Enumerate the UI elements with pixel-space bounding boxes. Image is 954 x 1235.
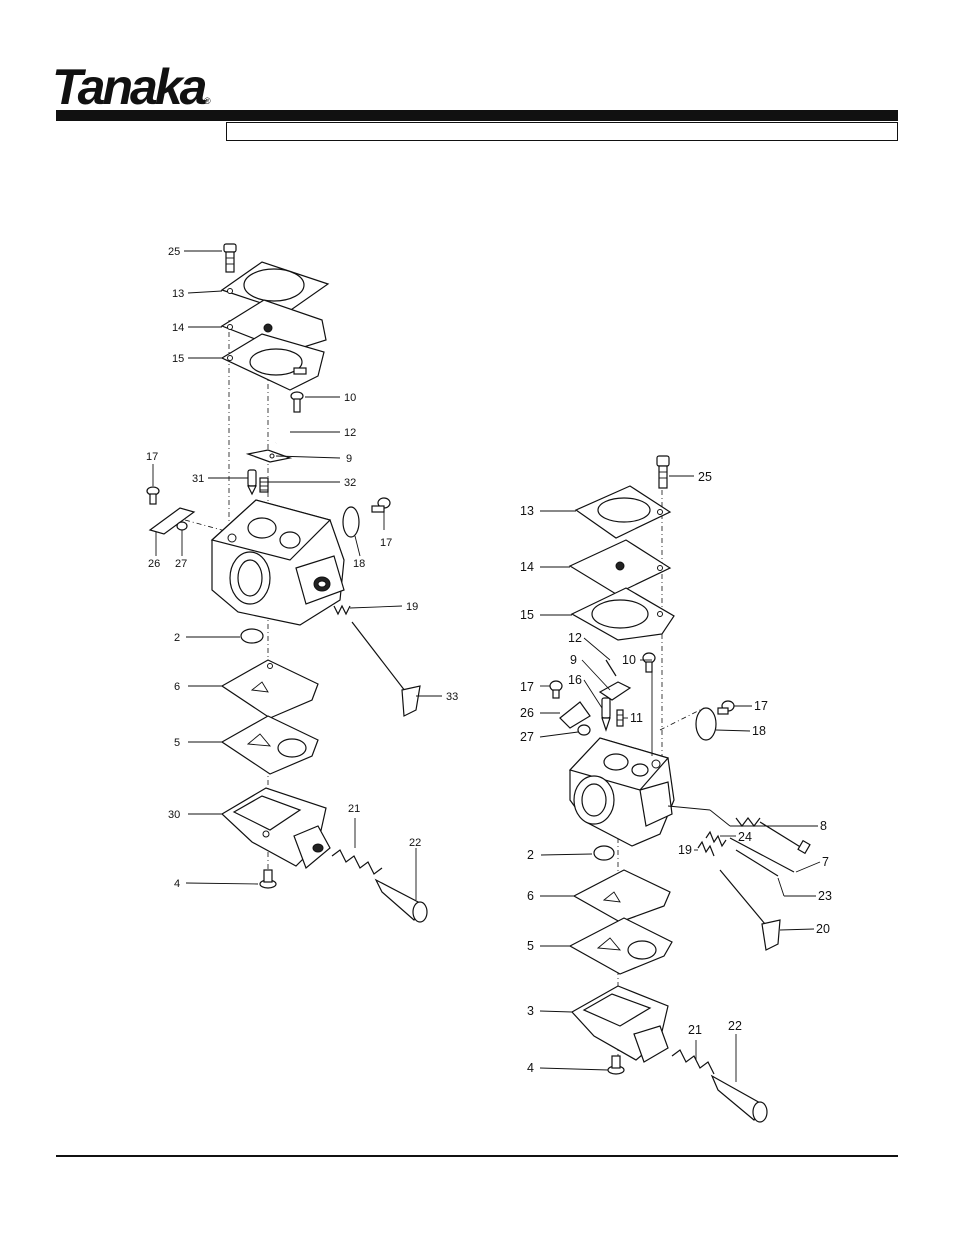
right-callout-4: 4: [527, 1061, 534, 1075]
right-callout-labels: 25 13 14 15 12 9 10 17 16 11 26 27 17 18…: [520, 470, 832, 1075]
right-part-16-needle: [602, 698, 610, 730]
right-part-18-throttle-plate: [696, 708, 716, 740]
right-part-24-spring: [706, 832, 726, 846]
left-callout-14: 14: [172, 322, 184, 334]
left-part-2-plug: [241, 629, 263, 643]
left-callout-21: 21: [348, 803, 360, 815]
right-callout-11: 11: [630, 711, 643, 725]
right-part-19-spring: [698, 842, 714, 856]
right-part-26-plate: [560, 702, 590, 728]
left-callout-33: 33: [446, 691, 458, 703]
right-part-body: [570, 738, 674, 846]
right-callout-26: 26: [520, 706, 534, 720]
right-callout-3: 3: [527, 1004, 534, 1018]
right-part-17-screw-b: [718, 701, 734, 714]
left-part-10-screw: [291, 392, 303, 412]
left-callout-17a: 17: [146, 451, 158, 463]
right-part-10-screw: [643, 653, 655, 672]
right-callout-17b: 17: [754, 699, 768, 713]
left-part-21-spring: [332, 850, 382, 874]
left-part-body: [212, 500, 344, 625]
right-part-27-washer: [578, 725, 590, 735]
right-part-22-needle: [712, 1076, 767, 1122]
left-callout-25: 25: [168, 246, 180, 258]
right-callout-5: 5: [527, 939, 534, 953]
right-callout-8: 8: [820, 819, 827, 833]
right-callout-14: 14: [520, 560, 534, 574]
left-callout-17b: 17: [380, 537, 392, 549]
right-callout-19: 19: [678, 843, 692, 857]
right-callout-23: 23: [818, 889, 832, 903]
right-part-13-pump-cover: [576, 486, 670, 538]
left-part-4-screw: [260, 870, 276, 888]
left-callout-12: 12: [344, 427, 356, 439]
right-callout-10: 10: [622, 653, 636, 667]
left-callout-27: 27: [175, 558, 187, 570]
left-callout-19: 19: [406, 601, 418, 613]
right-callout-16: 16: [568, 673, 582, 687]
right-assembly: 25 13 14 15 12 9 10 17 16 11 26 27 17 18…: [520, 456, 832, 1122]
right-part-11-spring: [617, 710, 623, 726]
right-callout-27: 27: [520, 730, 534, 744]
right-callout-21: 21: [688, 1023, 702, 1037]
left-part-5-gasket: [222, 716, 318, 774]
right-callout-15: 15: [520, 608, 534, 622]
right-callout-22: 22: [728, 1019, 742, 1033]
right-callout-20: 20: [816, 922, 830, 936]
left-callout-4: 4: [174, 878, 180, 890]
right-callout-13: 13: [520, 504, 534, 518]
left-part-30-pump-body: [222, 788, 330, 868]
left-callout-9: 9: [346, 453, 352, 465]
left-assembly: 25 13 14 15 10 12 9 17 31 32 17 26 27 18…: [146, 244, 458, 922]
right-part-6-diaphragm: [574, 870, 670, 922]
left-callout-15: 15: [172, 353, 184, 365]
left-callout-5: 5: [174, 737, 180, 749]
left-part-27-washer: [177, 522, 187, 530]
left-part-31-needle: [248, 470, 256, 494]
left-callout-30: 30: [168, 809, 180, 821]
right-callout-6: 6: [527, 889, 534, 903]
left-callout-18: 18: [353, 558, 365, 570]
right-callout-25: 25: [698, 470, 712, 484]
left-callout-26: 26: [148, 558, 160, 570]
left-part-25-screw: [224, 244, 236, 272]
right-callout-9: 9: [570, 653, 577, 667]
left-callout-2: 2: [174, 632, 180, 644]
right-part-2-plug: [594, 846, 614, 860]
right-part-4-screw: [608, 1056, 624, 1074]
left-part-33-shaft: [352, 622, 420, 716]
left-part-22-needle: [376, 880, 427, 922]
right-part-20-shaft: [720, 870, 780, 950]
left-callout-32: 32: [344, 477, 356, 489]
left-part-6-diaphragm: [222, 660, 318, 718]
left-part-32-spring: [260, 478, 268, 492]
right-part-3-pump-body: [572, 986, 668, 1062]
left-callout-13: 13: [172, 288, 184, 300]
right-part-23-needle: [736, 850, 778, 876]
right-callout-24: 24: [738, 830, 752, 844]
right-part-25-screw: [657, 456, 669, 488]
right-part-15-gasket: [572, 588, 674, 640]
right-callout-18: 18: [752, 724, 766, 738]
left-callout-10: 10: [344, 392, 356, 404]
right-callout-12: 12: [568, 631, 582, 645]
left-part-19-spring: [334, 606, 350, 614]
left-callout-31: 31: [192, 473, 204, 485]
left-part-18-throttle-plate: [343, 507, 359, 537]
right-callout-7: 7: [822, 855, 829, 869]
right-part-17-screw-a: [550, 681, 562, 698]
right-callout-17a: 17: [520, 680, 534, 694]
right-part-21-spring: [672, 1050, 714, 1074]
right-callout-2: 2: [527, 848, 534, 862]
left-callout-22: 22: [409, 837, 421, 849]
left-part-17-screw-b: [372, 498, 390, 512]
left-callout-6: 6: [174, 681, 180, 693]
right-part-5-gasket: [570, 918, 672, 974]
left-part-17-screw-a: [147, 487, 159, 504]
right-part-14-diaphragm: [570, 540, 670, 594]
